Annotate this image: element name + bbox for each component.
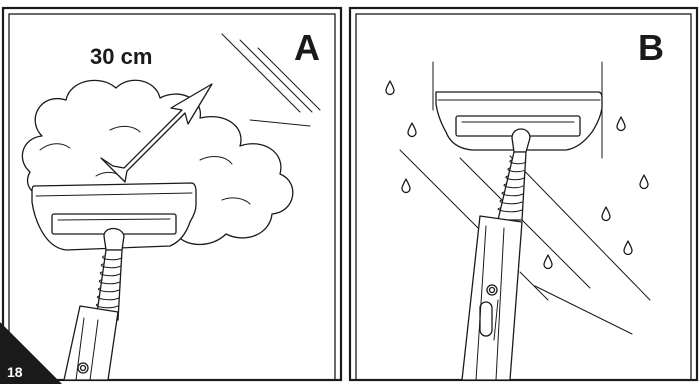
hose-icon (63, 249, 123, 381)
steam-nozzle-icon-b (435, 91, 603, 153)
panel-b-frame-inner (355, 13, 692, 381)
window-reflection-lines (221, 33, 321, 127)
panel-a-frame-inner (8, 13, 336, 381)
distance-label: 30 cm (90, 44, 152, 69)
page-number-tab: 18 (0, 322, 62, 384)
arrow-shading (129, 112, 186, 169)
panel-a: 30 cm (1, 6, 343, 382)
page-number: 18 (7, 364, 23, 380)
steam-nozzle-icon (31, 182, 197, 251)
panel-a-label: A (294, 27, 320, 68)
hose-icon-b (461, 151, 527, 381)
panel-b: B (348, 6, 699, 382)
distance-double-arrow-icon (100, 83, 213, 183)
panel-b-label: B (638, 27, 664, 68)
